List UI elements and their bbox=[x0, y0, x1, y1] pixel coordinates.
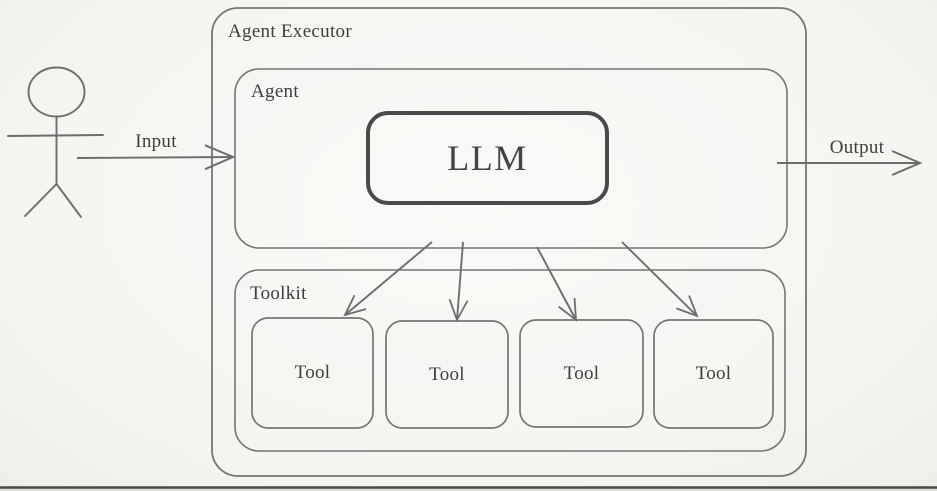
tool-box-2 bbox=[385, 320, 509, 429]
actor-leg-left bbox=[24, 183, 58, 217]
toolkit-label: Toolkit bbox=[250, 283, 307, 304]
llm-to-tool-3-arrow bbox=[536, 246, 578, 322]
llm-to-tool-1-arrow bbox=[343, 241, 433, 317]
llm-to-tool-2-arrow bbox=[448, 241, 469, 323]
llm-label: LLM bbox=[447, 138, 528, 178]
actor-leg-right bbox=[55, 183, 82, 218]
bottom-edge-under bbox=[0, 488, 937, 491]
agent-label: Agent bbox=[251, 81, 299, 102]
tool-3-label: Tool bbox=[563, 362, 600, 384]
person-stick-figure-icon bbox=[7, 66, 104, 218]
tool-4-label: Tool bbox=[695, 363, 732, 384]
agent-executor-box bbox=[211, 7, 807, 477]
actor-head bbox=[27, 66, 86, 118]
tool-1-label: Tool bbox=[294, 362, 331, 383]
llm-to-tool-4-arrow bbox=[621, 241, 699, 318]
tool-box-1 bbox=[251, 317, 374, 429]
tool-box-3 bbox=[519, 319, 644, 428]
input-label: Input bbox=[135, 131, 177, 152]
agent-executor-label: Agent Executor bbox=[228, 21, 352, 42]
tool-2-label: Tool bbox=[429, 363, 465, 385]
llm-box bbox=[366, 111, 609, 205]
output-label: Output bbox=[829, 137, 885, 158]
toolkit-box bbox=[234, 269, 786, 452]
input-arrow bbox=[76, 144, 236, 171]
tool-box-4 bbox=[653, 319, 774, 429]
actor-arms bbox=[7, 134, 104, 137]
